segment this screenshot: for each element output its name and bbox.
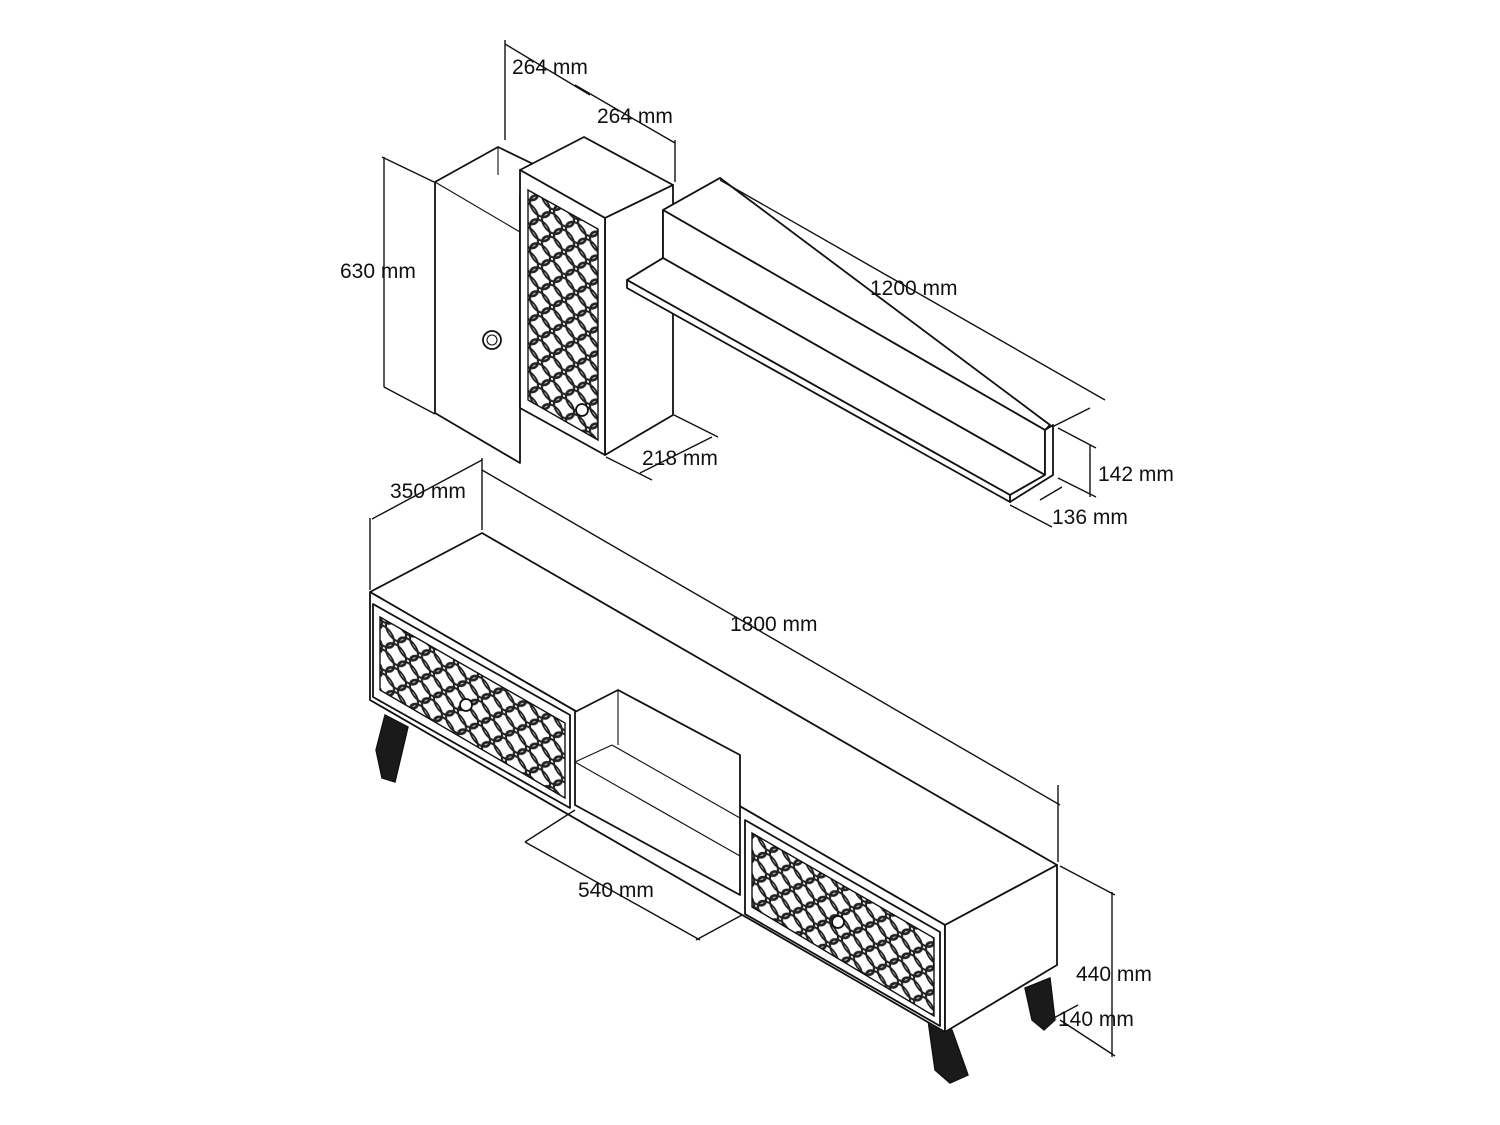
dim-tv-unit-depth: 350 mm [390, 480, 466, 503]
dim-tv-unit-open-section: 540 mm [578, 879, 654, 902]
door-pattern [527, 188, 599, 442]
tv-unit-side [944, 864, 1058, 1033]
dim-shelf-height: 142 mm [1098, 463, 1174, 486]
shelf-end [1009, 424, 1054, 503]
wall-cabinet [381, 40, 719, 481]
knob-icon [459, 698, 473, 712]
dim-tv-unit-leg-height: 140 mm [1058, 1008, 1134, 1031]
dim-wall-cabinet-open-depth: 264 mm [512, 56, 588, 79]
dim-wall-cabinet-height: 630 mm [340, 260, 416, 283]
dim-shelf-length: 1200 mm [870, 277, 958, 300]
dim-tv-unit-length: 1800 mm [730, 613, 818, 636]
tv-unit-leg [1024, 977, 1056, 1031]
dim-wall-cabinet-width: 218 mm [642, 447, 718, 470]
shelf-back-face [662, 209, 1046, 476]
tv-unit [369, 458, 1116, 1084]
knob-icon [482, 330, 502, 350]
tv-unit-open-section [574, 689, 741, 896]
wall-shelf [626, 177, 1106, 528]
dim-shelf-depth: 136 mm [1052, 506, 1128, 529]
dim-tv-unit-height: 440 mm [1076, 963, 1152, 986]
dim-wall-cabinet-door-depth: 264 mm [597, 105, 673, 128]
tv-unit-leg [375, 713, 409, 783]
knob-icon [575, 403, 589, 417]
door-pattern [379, 615, 566, 800]
knob-icon [831, 915, 845, 929]
